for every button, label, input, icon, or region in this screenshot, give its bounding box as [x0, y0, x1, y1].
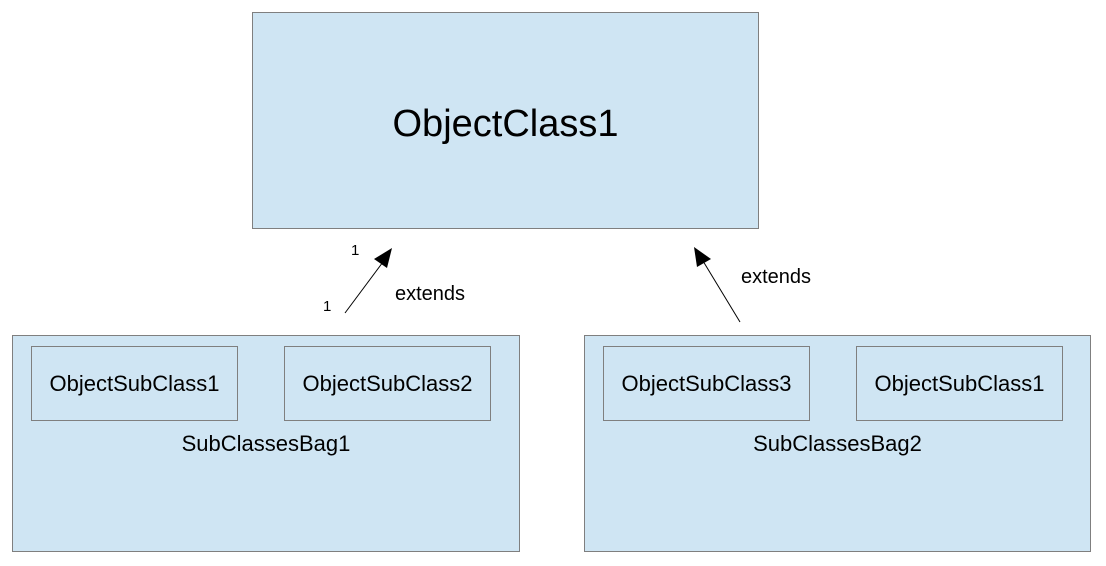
edge2-arrowhead — [694, 247, 711, 267]
bag1-subclass-2: ObjectSubClass2 — [284, 346, 491, 421]
extends-edge-1: 1 1 extends — [323, 242, 465, 315]
object-class-label: ObjectClass1 — [392, 103, 619, 145]
bag1-label: SubClassesBag1 — [181, 431, 351, 456]
bag2-subclass-1: ObjectSubClass3 — [603, 346, 810, 421]
edge1-arrowhead — [374, 248, 392, 268]
bag2-subclass-2: ObjectSubClass1 — [856, 346, 1063, 421]
edge1-multiplicity-target: 1 — [351, 242, 359, 259]
subclasses-bag-2: ObjectSubClass3 ObjectSubClass1 SubClass… — [584, 335, 1091, 552]
edge1-multiplicity-source: 1 — [323, 298, 331, 315]
edge2-label: extends — [741, 266, 811, 288]
extends-edge-2: extends — [694, 247, 811, 323]
edge2-line — [702, 260, 741, 323]
edge1-label: extends — [395, 283, 465, 305]
bag2-label: SubClassesBag2 — [753, 431, 922, 456]
object-class-box: ObjectClass1 — [252, 12, 759, 229]
bag1-subclass-1: ObjectSubClass1 — [31, 346, 238, 421]
subclasses-bag-1: ObjectSubClass1 ObjectSubClass2 SubClass… — [12, 335, 520, 552]
edge1-line — [344, 261, 384, 314]
